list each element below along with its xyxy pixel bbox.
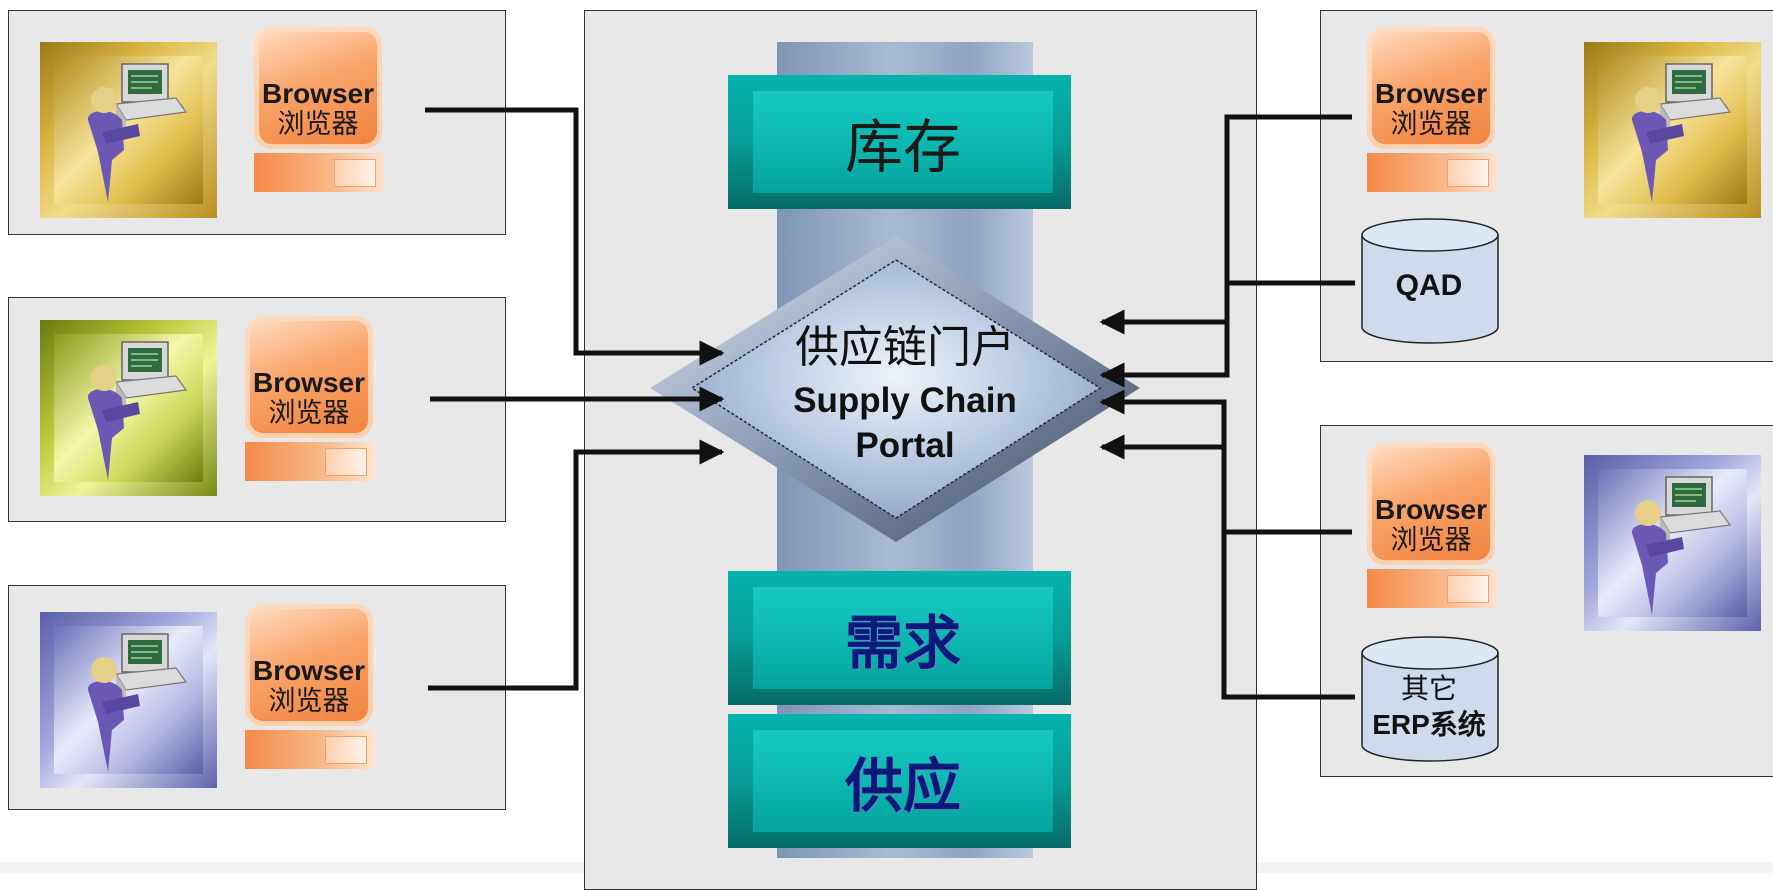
browser-label-en: Browser [252,367,366,398]
user-at-computer-icon [87,633,188,772]
browser-label-zh: 浏览器 [268,398,350,429]
portal-label-zh: 供应链门户 [795,322,1015,373]
user-at-computer-icon [87,341,188,480]
portal-label-en-line1: Supply Chain [793,381,1017,420]
arrow-icon [428,439,725,691]
user-at-computer-icon [1631,476,1732,615]
user-at-computer-icon [1631,63,1732,202]
arrow-icon [1099,389,1352,535]
database-label-erp-line2: ERP系统 [1372,709,1486,740]
database-label-qad: QAD [1395,269,1463,302]
browser-label-zh: 浏览器 [268,686,350,717]
arrow-icon [1099,280,1355,388]
database-icon: 其它 ERP系统 [1360,635,1499,765]
user-tile-2 [40,320,217,496]
arrow-icon [425,107,725,366]
user-tile-3 [40,612,217,788]
browser-label-en: Browser [261,78,375,109]
browser-label-zh: 浏览器 [1390,525,1472,556]
module-top: 库存 [728,75,1071,209]
browser-label-zh: 浏览器 [277,109,359,140]
browser-label-zh: 浏览器 [1390,109,1472,140]
module-label-inventory: 库存 [844,113,961,181]
database-icon: QAD [1360,217,1499,347]
arrow-icon [1099,434,1355,700]
module-bottom: 供应 [728,714,1071,848]
database-label-erp-line1: 其它 [1400,672,1457,705]
module-label-supply: 供应 [844,752,961,820]
user-tile-4 [1584,42,1761,218]
portal-diamond [650,236,1140,542]
portal-label-en-line2: Portal [855,426,955,465]
user-tile-5 [1584,455,1761,631]
module-middle: 需求 [728,571,1071,705]
module-label-demand: 需求 [844,609,961,677]
portal-diamond-inner [690,259,1102,519]
user-at-computer-icon [87,63,188,202]
browser-label-en: Browser [252,655,366,686]
browser-label-en: Browser [1374,494,1488,525]
user-tile-1 [40,42,217,218]
arrow-icon [1099,114,1352,335]
browser-label-en: Browser [1374,78,1488,109]
